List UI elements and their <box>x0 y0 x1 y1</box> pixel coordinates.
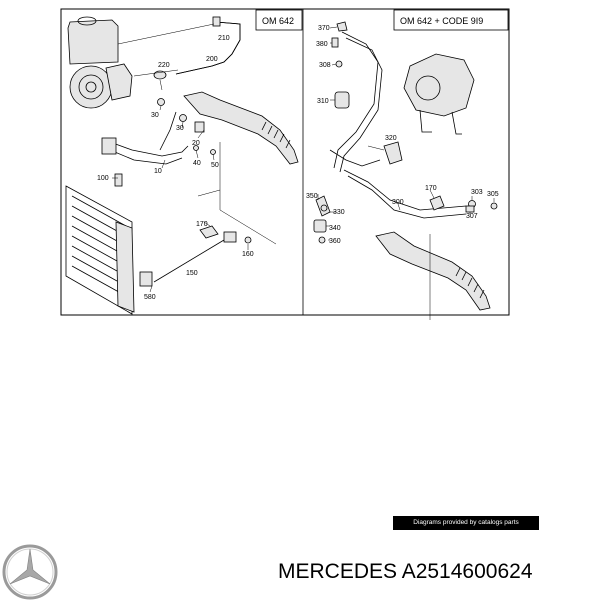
right-panel-title: OM 642 + CODE 9I9 <box>400 16 483 26</box>
callout-380: 380 <box>316 41 328 48</box>
callout-360: 360 <box>329 238 341 245</box>
pump-pulley <box>69 65 113 109</box>
callout-170: 170 <box>196 221 208 228</box>
washer-50 <box>210 149 216 155</box>
fitting-370 <box>336 21 348 32</box>
suction-hose-inner <box>175 21 241 75</box>
return-hose <box>333 31 379 169</box>
part-caption: MERCEDES A2514600624 <box>278 560 533 583</box>
pump-pulley-inner <box>78 74 104 100</box>
washer-30-a <box>157 98 165 106</box>
callout-320: 320 <box>385 135 397 142</box>
callout-40: 40 <box>193 160 201 167</box>
mercedes-star-icon <box>2 544 58 600</box>
callout-580: 580 <box>144 294 156 301</box>
pump-drive <box>415 75 441 101</box>
pump-pulley-hub <box>85 81 97 93</box>
callout-350: 350 <box>306 193 318 200</box>
callout-220: 220 <box>158 62 170 69</box>
rack-boot-ribs <box>261 121 291 149</box>
right-callouts: 370 380 308 310 320 350 330 340 360 300 … <box>306 25 499 245</box>
radiator-fins <box>71 195 127 297</box>
left-panel-title: OM 642 <box>262 16 294 26</box>
washer-360 <box>318 236 326 244</box>
callout-30-a: 30 <box>151 112 159 119</box>
sleeve-310 <box>334 91 350 109</box>
fitting-305 <box>490 202 498 210</box>
callout-100: 100 <box>97 175 109 182</box>
left-leader-lines <box>112 23 277 293</box>
clip-210 <box>212 16 221 27</box>
washer-308 <box>335 60 343 68</box>
pump-body <box>105 63 133 101</box>
power-steering-pump <box>403 53 475 117</box>
washer-160 <box>244 236 252 244</box>
bolt-100 <box>114 173 123 187</box>
fitting-307 <box>465 205 475 213</box>
callout-200: 200 <box>206 56 218 63</box>
reservoir-cap <box>77 16 97 26</box>
bracket-320 <box>383 141 403 165</box>
left-panel-title-box <box>255 9 303 31</box>
callout-307: 307 <box>466 213 478 220</box>
hose-to-pump <box>159 111 177 151</box>
bolt-20 <box>194 121 205 133</box>
callout-50: 50 <box>211 162 219 169</box>
bracket-340 <box>313 219 327 233</box>
right-panel-parts <box>313 21 498 320</box>
radiator-tank <box>115 221 135 313</box>
callout-30-b: 30 <box>176 125 184 132</box>
connector-line <box>329 149 381 167</box>
callout-308: 308 <box>319 62 331 69</box>
oil-reservoir <box>67 19 119 65</box>
return-hose-2 <box>339 37 383 173</box>
washer-30-b <box>179 114 187 122</box>
fitting-170 <box>199 225 219 239</box>
callout-160: 160 <box>242 251 254 258</box>
callout-150: 150 <box>186 270 198 277</box>
cooler-line-150 <box>153 239 225 283</box>
pump-bracket <box>419 109 462 135</box>
pressure-hose-10 <box>109 141 189 165</box>
left-callouts: 210 200 220 30 30 20 40 50 10 100 170 16… <box>97 35 254 301</box>
callout-210: 210 <box>218 35 230 42</box>
fitting-150-end <box>223 231 237 243</box>
steering-gear-right <box>375 231 491 311</box>
callout-170-right: 170 <box>425 185 437 192</box>
radiator <box>65 185 133 315</box>
clamp-580 <box>139 271 153 287</box>
callout-300: 300 <box>392 199 404 206</box>
callout-20: 20 <box>192 140 200 147</box>
callout-330: 330 <box>333 209 345 216</box>
callout-370: 370 <box>318 25 330 32</box>
clamp-220 <box>153 70 167 80</box>
callout-303: 303 <box>471 189 483 196</box>
fitting-330 <box>320 204 328 212</box>
callout-10: 10 <box>154 168 162 175</box>
callout-310: 310 <box>317 98 329 105</box>
fitting-380 <box>331 37 339 48</box>
steering-gear <box>183 91 299 165</box>
diagram-credit: Diagrams provided by catalogs parts <box>393 516 539 530</box>
rack-boot-ribs-right <box>455 267 485 299</box>
hose-bracket <box>101 137 117 155</box>
callout-305: 305 <box>487 191 499 198</box>
right-panel-title-box <box>393 9 509 31</box>
right-leader-lines <box>317 26 495 320</box>
left-panel-parts <box>65 16 299 315</box>
callout-340: 340 <box>329 225 341 232</box>
fitting-170-right <box>429 195 445 211</box>
